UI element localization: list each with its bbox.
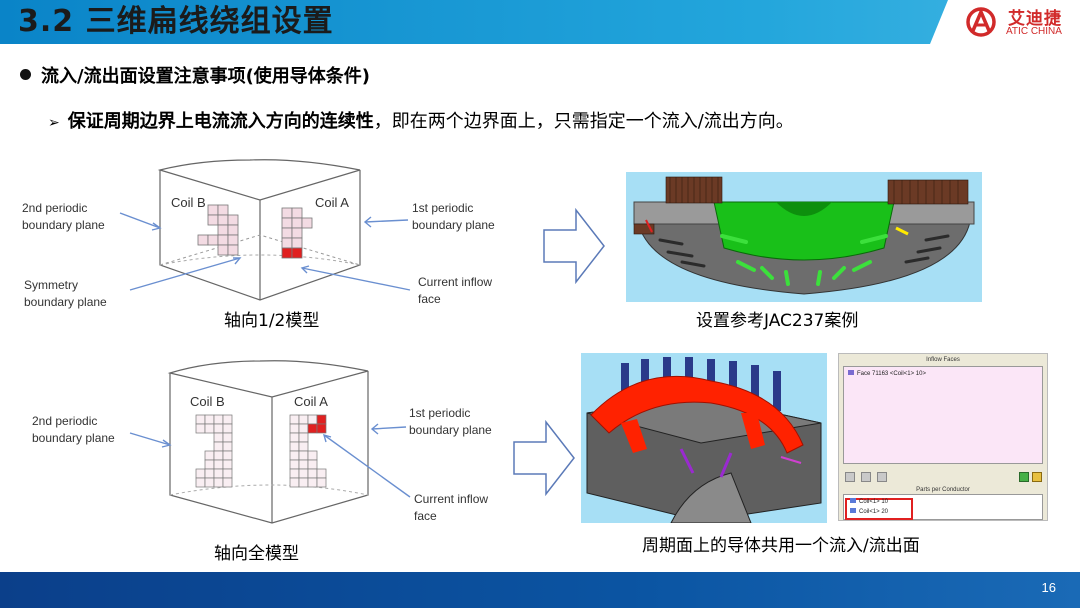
check-icon[interactable] bbox=[1019, 472, 1029, 482]
select-face-icon[interactable] bbox=[877, 472, 887, 482]
dialog-toolbar bbox=[843, 472, 1043, 484]
page-number: 16 bbox=[1041, 580, 1056, 595]
inflow-faces-dialog[interactable]: Inflow Faces Face 71163 <Coil<1> 10> Par… bbox=[838, 353, 1048, 521]
coil-a-label: Coil A bbox=[315, 195, 349, 210]
half-model-sketch bbox=[119, 159, 411, 301]
full-model-caption: 轴向全模型 bbox=[214, 544, 299, 564]
part-icon bbox=[850, 508, 856, 513]
face-icon bbox=[848, 370, 854, 375]
coil-render-image bbox=[581, 353, 827, 523]
title-bar: 3.2 三维扁线绕组设置 艾迪捷 ATIC CHINA bbox=[0, 0, 1080, 44]
parts-highlight bbox=[845, 498, 913, 520]
coil-3d-render bbox=[581, 353, 827, 523]
coil-render-caption: 周期面上的导体共用一个流入/流出面 bbox=[642, 536, 920, 556]
part-item-1[interactable]: Coil<1> 10 bbox=[850, 498, 888, 505]
inflow-faces-list[interactable]: Face 71163 <Coil<1> 10> bbox=[843, 366, 1043, 464]
jac237-caption: 设置参考JAC237案例 bbox=[696, 311, 859, 331]
remove-face-icon[interactable] bbox=[861, 472, 871, 482]
company-logo: 艾迪捷 ATIC CHINA bbox=[930, 0, 1080, 44]
add-face-icon[interactable] bbox=[845, 472, 855, 482]
logo-chinese-name: 艾迪捷 bbox=[1008, 9, 1062, 29]
inflow-faces-title: Inflow Faces bbox=[926, 357, 960, 363]
slide-title: 3.2 三维扁线绕组设置 bbox=[18, 4, 334, 39]
parts-list[interactable]: Coil<1> 10 Coil<1> 20 bbox=[843, 494, 1043, 520]
bullet-dot-icon bbox=[20, 69, 31, 80]
sub-bullet-bold: 保证周期边界上电流流入方向的连续性 bbox=[67, 111, 374, 132]
coil-b-label-full: Coil B bbox=[190, 394, 225, 409]
face-list-item[interactable]: Face 71163 <Coil<1> 10> bbox=[848, 370, 926, 377]
folder-icon[interactable] bbox=[1032, 472, 1042, 482]
coil-b-label: Coil B bbox=[171, 195, 206, 210]
jac237-model-render bbox=[626, 172, 982, 302]
main-bullet-text: 流入/流出面设置注意事项(使用导体条件) bbox=[41, 66, 371, 87]
sub-bullet: ➢ 保证周期边界上电流流入方向的连续性，即在两个边界面上，只需指定一个流入/流出方… bbox=[48, 109, 794, 136]
coil-a-label-full: Coil A bbox=[294, 394, 328, 409]
logo-english-name: ATIC CHINA bbox=[1006, 26, 1062, 37]
main-bullet: 流入/流出面设置注意事项(使用导体条件) bbox=[20, 64, 370, 90]
part-item-2[interactable]: Coil<1> 20 bbox=[850, 508, 888, 515]
jac237-model-image bbox=[626, 172, 982, 302]
arrow-bullet-icon: ➢ bbox=[48, 115, 60, 131]
half-model-caption: 轴向1/2模型 bbox=[224, 311, 320, 331]
part-icon bbox=[850, 498, 856, 503]
right-arrow-icon-2 bbox=[513, 420, 575, 496]
logo-mark-icon bbox=[966, 7, 996, 37]
parts-per-conductor-label: Parts per Conductor bbox=[916, 487, 970, 493]
right-arrow-icon bbox=[543, 208, 605, 284]
sub-bullet-text: ，即在两个边界面上，只需指定一个流入/流出方向。 bbox=[373, 111, 794, 132]
footer-bar: 16 bbox=[0, 572, 1080, 608]
full-model-sketch bbox=[129, 360, 411, 524]
